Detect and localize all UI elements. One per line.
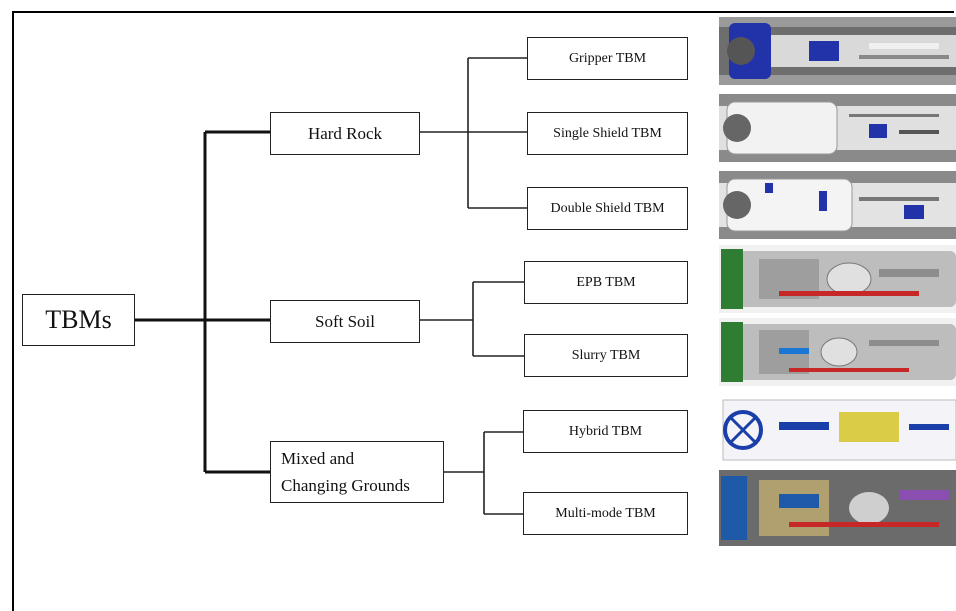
- connector-lines: [135, 57, 527, 515]
- leaf-node-multi-mode-tbm: Multi-mode TBM: [523, 492, 688, 535]
- leaf-node-hybrid-tbm: Hybrid TBM: [523, 410, 688, 453]
- leaf-node-single-shield-tbm: Single Shield TBM: [527, 112, 688, 155]
- leaf-label: Slurry TBM: [571, 347, 641, 363]
- category-label-line: Mixed and: [281, 449, 355, 468]
- gripper-tbm-illustration-icon: [719, 17, 956, 85]
- category-node-hard-rock: Hard Rock: [270, 112, 420, 155]
- category-node-mixed-grounds: Mixed and Changing Grounds: [270, 441, 444, 503]
- root-label: TBMs: [45, 305, 112, 334]
- leaf-label: Single Shield TBM: [553, 125, 662, 141]
- hybrid-tbm-illustration-icon: [719, 394, 956, 466]
- leaf-node-epb-tbm: EPB TBM: [524, 261, 688, 304]
- category-label: Soft Soil: [315, 311, 375, 331]
- leaf-label: Gripper TBM: [568, 50, 647, 66]
- leaf-label: Double Shield TBM: [550, 200, 665, 216]
- leaf-label: Multi-mode TBM: [555, 505, 656, 521]
- epb-tbm-illustration-icon: [719, 245, 956, 313]
- category-node-soft-soil: Soft Soil: [270, 300, 420, 343]
- figure-frame: [12, 11, 954, 611]
- root-node-tbms: TBMs: [22, 294, 135, 346]
- double-shield-tbm-illustration-icon: [719, 171, 956, 239]
- leaf-node-slurry-tbm: Slurry TBM: [524, 334, 688, 377]
- leaf-label: EPB TBM: [576, 274, 636, 290]
- slurry-tbm-illustration-icon: [719, 318, 956, 386]
- category-label: Hard Rock: [307, 123, 383, 143]
- leaf-node-double-shield-tbm: Double Shield TBM: [527, 187, 688, 230]
- multi-mode-tbm-illustration-icon: [719, 470, 956, 546]
- leaf-label: Hybrid TBM: [568, 423, 643, 439]
- single-shield-tbm-illustration-icon: [719, 94, 956, 162]
- leaf-node-gripper-tbm: Gripper TBM: [527, 37, 688, 80]
- category-label-line: Changing Grounds: [281, 476, 410, 495]
